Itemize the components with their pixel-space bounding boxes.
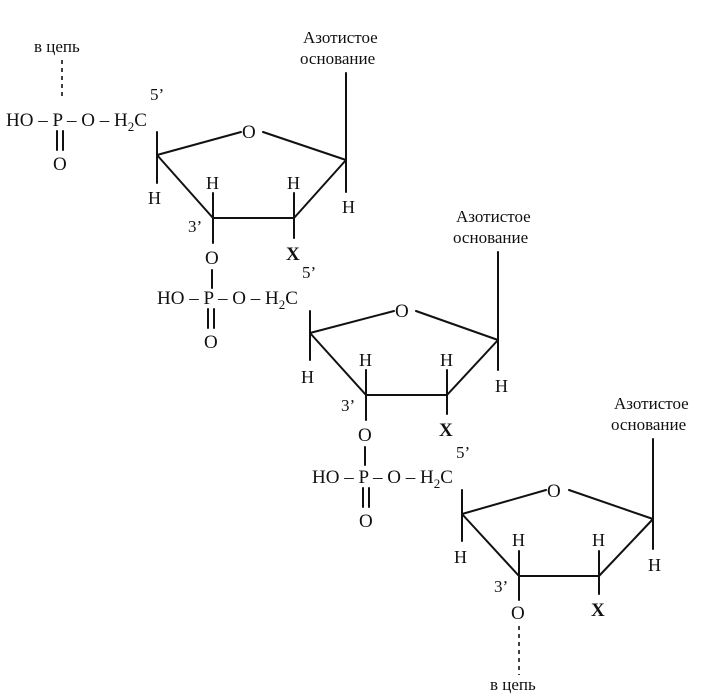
h-c3-2: H	[359, 350, 372, 370]
link-oxygen-2: O	[358, 425, 372, 446]
base-label-1: Азотистое	[303, 28, 378, 47]
phosphate-group-1: HO – P – O – H2C	[6, 110, 147, 134]
nucleotide-unit-3: HO – P – O – H2C O 5’ Азотистое основани…	[312, 394, 689, 624]
sugar-ring-2	[309, 310, 499, 396]
h-c3-3: H	[512, 530, 525, 550]
nucleotide-unit-2: HO – P – O – H2C O 5’ Азотистое основани…	[157, 207, 531, 466]
phosphate-oxygen-3: O	[359, 511, 373, 532]
base-label-2b: основание	[453, 228, 528, 247]
h-c4-2: H	[301, 367, 314, 387]
h-c3-1: H	[206, 173, 219, 193]
prime-3-label-2: 3’	[341, 396, 355, 415]
h-c1-1: H	[342, 197, 355, 217]
base-label-1b: основание	[300, 49, 375, 68]
chain-label-bottom: в цепь	[490, 675, 536, 694]
phosphate-group-3: HO – P – O – H2C	[312, 467, 453, 491]
h-c2-1: H	[287, 173, 300, 193]
h-c4-3: H	[454, 547, 467, 567]
prime-5-label-1: 5’	[150, 85, 164, 104]
prime-5-label-3: 5’	[456, 443, 470, 462]
ring-oxygen-2: O	[395, 301, 409, 322]
h-c1-2: H	[495, 376, 508, 396]
h-c2-2: H	[440, 350, 453, 370]
ring-oxygen-1: O	[242, 122, 256, 143]
prime-3-label-1: 3’	[188, 217, 202, 236]
nucleotide-unit-1: HO – P – O – H2C O 5’ Азотистое основани…	[6, 28, 378, 289]
x-substituent-2: X	[439, 420, 453, 441]
link-oxygen-3: O	[511, 603, 525, 624]
sugar-ring-3	[461, 489, 654, 577]
h-c4-1: H	[148, 188, 161, 208]
base-label-3: Азотистое	[614, 394, 689, 413]
x-substituent-3: X	[591, 600, 605, 621]
sugar-ring-1	[156, 131, 347, 219]
prime-3-label-3: 3’	[494, 577, 508, 596]
base-label-2: Азотистое	[456, 207, 531, 226]
ring-oxygen-3: O	[547, 481, 561, 502]
h-c1-3: H	[648, 555, 661, 575]
phosphate-oxygen-2: O	[204, 332, 218, 353]
chain-label-top: в цепь	[34, 37, 80, 56]
base-label-3b: основание	[611, 415, 686, 434]
h-c2-3: H	[592, 530, 605, 550]
link-oxygen-1: O	[205, 248, 219, 269]
prime-5-label-2: 5’	[302, 263, 316, 282]
x-substituent-1: X	[286, 244, 300, 265]
phosphate-group-2: HO – P – O – H2C	[157, 288, 298, 312]
phosphate-oxygen-1: O	[53, 154, 67, 175]
